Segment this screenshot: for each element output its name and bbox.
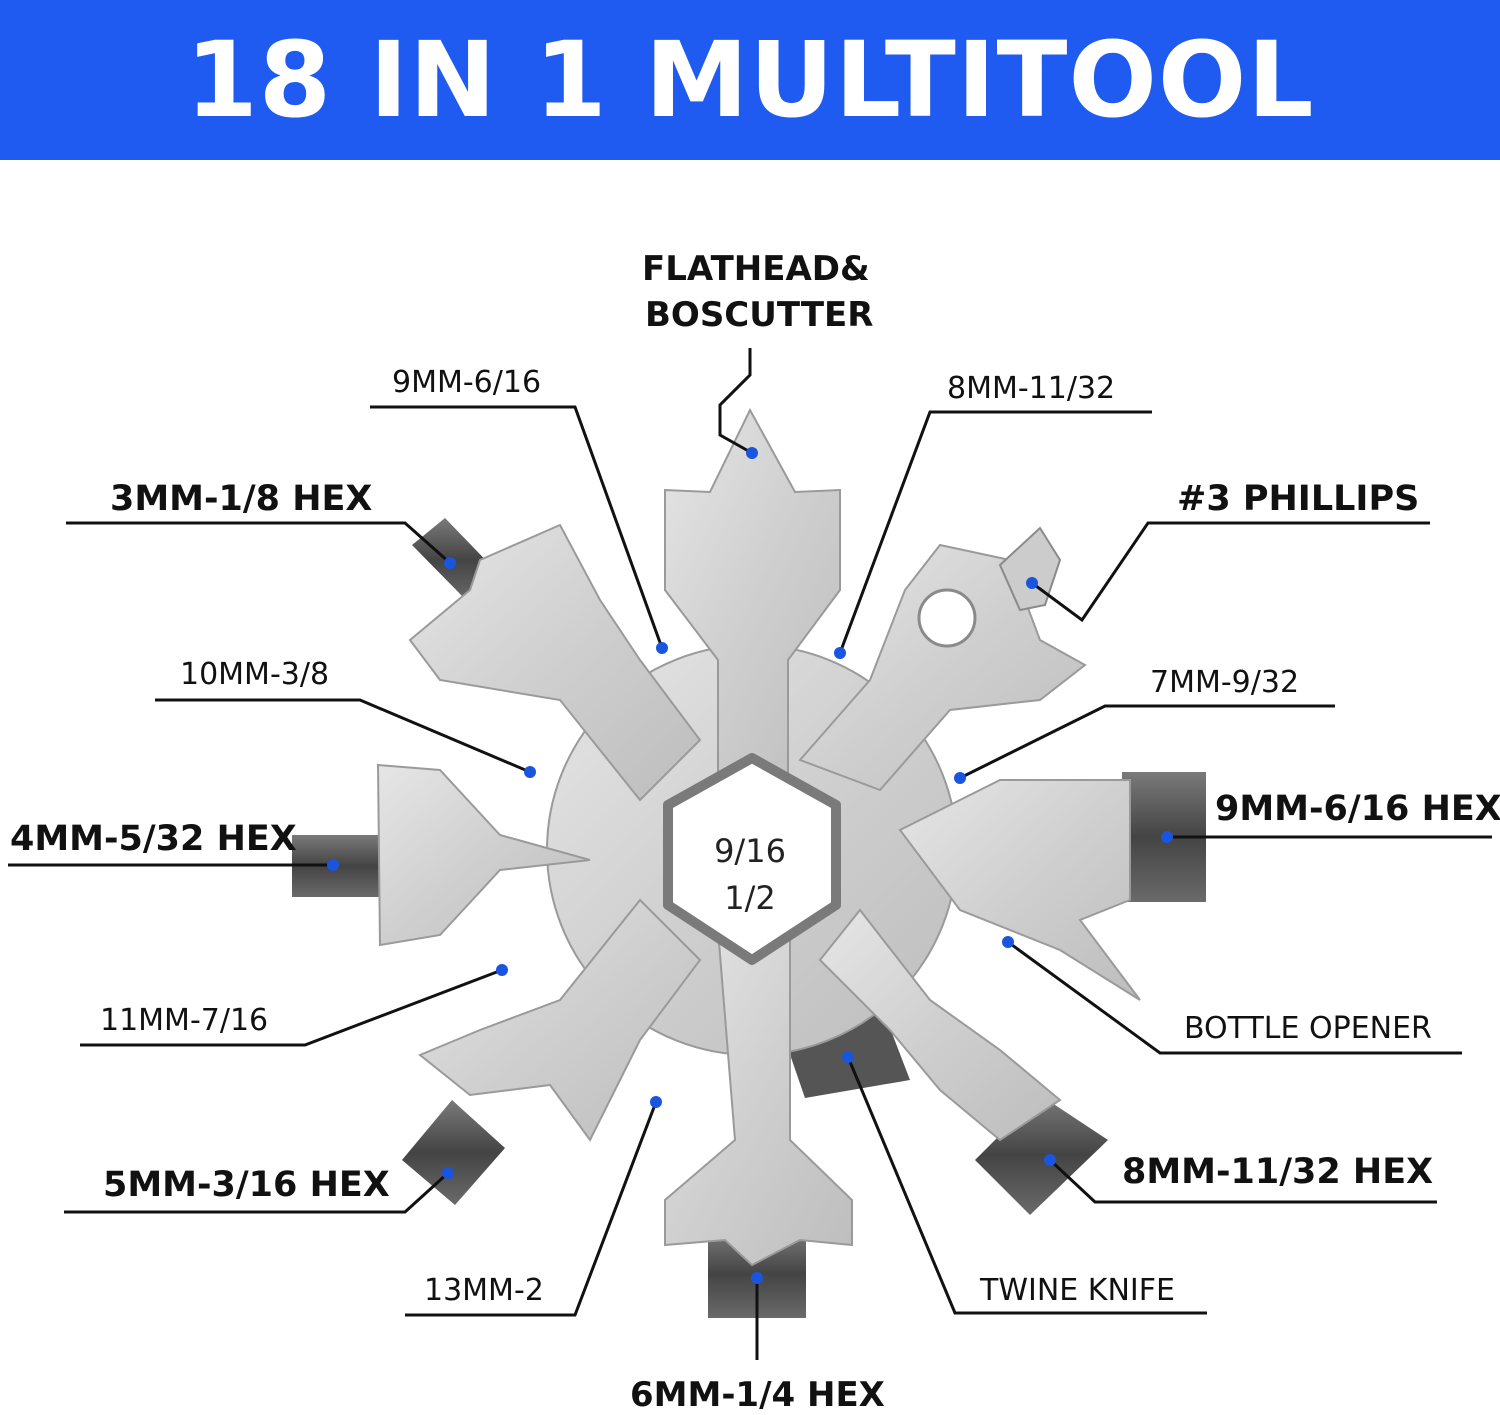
label-flathead-line2: BOSCUTTER (645, 295, 874, 335)
dot-9mm (656, 642, 668, 654)
leader-3mm-hex (66, 521, 451, 565)
bit-8mm (975, 1095, 1108, 1215)
label-5mm-hex: 5MM-3/16 HEX (103, 1165, 390, 1205)
dot-7mm (954, 772, 966, 784)
leader-flathead (718, 348, 753, 455)
leader-8mm (838, 410, 1152, 654)
dot-10mm (524, 766, 536, 778)
dot-8mm-hex (1044, 1154, 1056, 1166)
label-6mm-hex: 6MM-1/4 HEX (630, 1375, 885, 1415)
dot-4mm-hex (327, 859, 339, 871)
dot-3mm-hex (444, 557, 456, 569)
arm-bottom (664, 929, 853, 1267)
leader-phillips (1031, 521, 1430, 623)
leader-7mm (959, 704, 1335, 780)
label-twine-knife: TWINE KNIFE (980, 1273, 1175, 1308)
label-13mm: 13MM-2 (424, 1273, 544, 1308)
label-8mm: 8MM-11/32 (947, 371, 1116, 406)
page-title: 18 IN 1 MULTITOOL (185, 19, 1315, 141)
label-9mm-hex: 9MM-6/16 HEX (1215, 789, 1500, 829)
label-9mm: 9MM-6/16 (392, 365, 542, 400)
dot-bottle-opener (1002, 936, 1014, 948)
label-8mm-hex: 8MM-11/32 HEX (1122, 1152, 1434, 1192)
dot-13mm (650, 1096, 662, 1108)
label-bottle-opener: BOTTLE OPENER (1184, 1011, 1432, 1046)
leader-11mm (80, 968, 503, 1047)
center-size-top: 9/16 (714, 832, 786, 870)
twine-knife-blade (785, 1002, 910, 1098)
dot-11mm (496, 964, 508, 976)
arm-bottom-right (818, 908, 1062, 1142)
bit-5mm (402, 1100, 505, 1205)
label-11mm: 11MM-7/16 (100, 1003, 269, 1038)
indicator-dots (327, 447, 1173, 1284)
label-flathead-line1: FLATHEAD& (642, 249, 870, 289)
leader-5mm-hex (64, 1171, 450, 1214)
label-4mm-hex: 4MM-5/32 HEX (10, 819, 297, 859)
label-10mm: 10MM-3/8 (180, 657, 330, 692)
phillips-tip (998, 526, 1062, 612)
leader-8mm-hex (1048, 1158, 1437, 1204)
keyring-hole (917, 588, 977, 648)
dot-twine-knife (842, 1051, 854, 1063)
dot-5mm-hex (442, 1167, 454, 1179)
arm-right (898, 779, 1141, 1001)
arm-left (376, 763, 591, 947)
dot-9mm-hex (1161, 831, 1173, 843)
dot-8mm (834, 647, 846, 659)
arm-top-left (408, 523, 702, 802)
leader-13mm (405, 1101, 658, 1317)
leader-lines (8, 348, 1492, 1360)
arm-top-right (798, 543, 1087, 792)
arm-bottom-left (418, 898, 702, 1142)
leader-twine-knife (846, 1056, 1207, 1315)
dot-flathead (746, 447, 758, 459)
leader-9mm (370, 405, 664, 649)
center-size-bottom: 1/2 (724, 879, 776, 917)
label-7mm: 7MM-9/32 (1150, 665, 1300, 700)
title-banner: 18 IN 1 MULTITOOL (0, 0, 1500, 160)
arm-top (664, 407, 841, 781)
label-3mm-hex: 3MM-1/8 HEX (110, 479, 373, 519)
label-phillips: #3 PHILLIPS (1177, 479, 1420, 519)
snowflake-body (376, 407, 1141, 1267)
dot-6mm-hex (751, 1272, 763, 1284)
leader-10mm (155, 698, 531, 774)
dot-phillips (1026, 577, 1038, 589)
leader-bottle-opener (1007, 940, 1462, 1055)
center-hex-hole (663, 753, 841, 965)
